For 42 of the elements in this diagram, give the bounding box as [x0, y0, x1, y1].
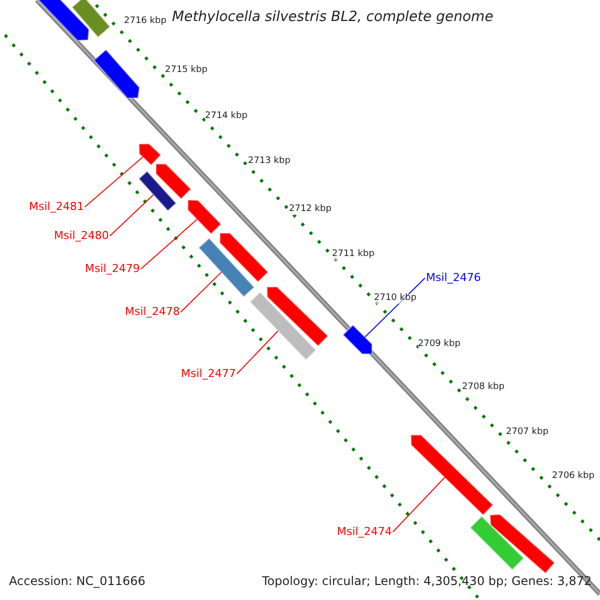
gene-segment: [219, 232, 270, 283]
scale-label: 2709 kbp: [418, 340, 460, 350]
accession-text: Accession: NC_011666: [9, 575, 146, 588]
leader-line: [84, 156, 144, 208]
gene-segment: [342, 324, 373, 355]
scale-label: 2715 kbp: [165, 66, 208, 76]
gene-label: Msil_2478: [125, 306, 180, 318]
scale-label: 2711 kbp: [332, 250, 374, 260]
gene-segment: [489, 514, 556, 574]
scale-label: 2714 kbp: [205, 112, 248, 122]
gene-segment: [155, 163, 192, 200]
gene-label: Msil_2477: [181, 368, 236, 380]
leader-line: [180, 272, 222, 312]
scale-label: 2707 kbp: [506, 428, 548, 438]
gene-label: Msil_2480: [54, 230, 109, 242]
leader-line: [109, 194, 154, 236]
title: Methylocella silvestris BL2, complete genome: [172, 10, 494, 26]
gene-segment: [138, 142, 162, 166]
scale-label: 2710 kbp: [374, 294, 416, 304]
gene-segment: [92, 48, 140, 99]
gene-segment: [35, 0, 90, 42]
scale-label: 2712 kbp: [289, 205, 332, 215]
scale-label: 2708 kbp: [462, 383, 504, 393]
scale-label: 2706 kbp: [552, 472, 594, 482]
gene-segment: [248, 291, 318, 361]
gene-label: Msil_2476: [426, 272, 481, 284]
leader-line: [236, 330, 278, 374]
leader-line: [364, 278, 426, 338]
gene-segment: [266, 286, 329, 348]
leader-line: [392, 477, 446, 532]
gene-label: Msil_2474: [337, 526, 392, 538]
gene-segment: [138, 170, 178, 212]
scale-label: 2716 kbp: [124, 17, 166, 27]
gene-segment: [198, 237, 256, 298]
scale-label: 2713 kbp: [248, 157, 290, 167]
gene-segment: [410, 434, 494, 516]
gene-segment: [70, 0, 112, 38]
gene-label: Msil_2481: [29, 201, 84, 214]
leader-line: [140, 218, 198, 270]
gene-segment: [469, 515, 525, 571]
gene-label: Msil_2479: [85, 263, 140, 276]
gene-segment: [187, 199, 222, 235]
